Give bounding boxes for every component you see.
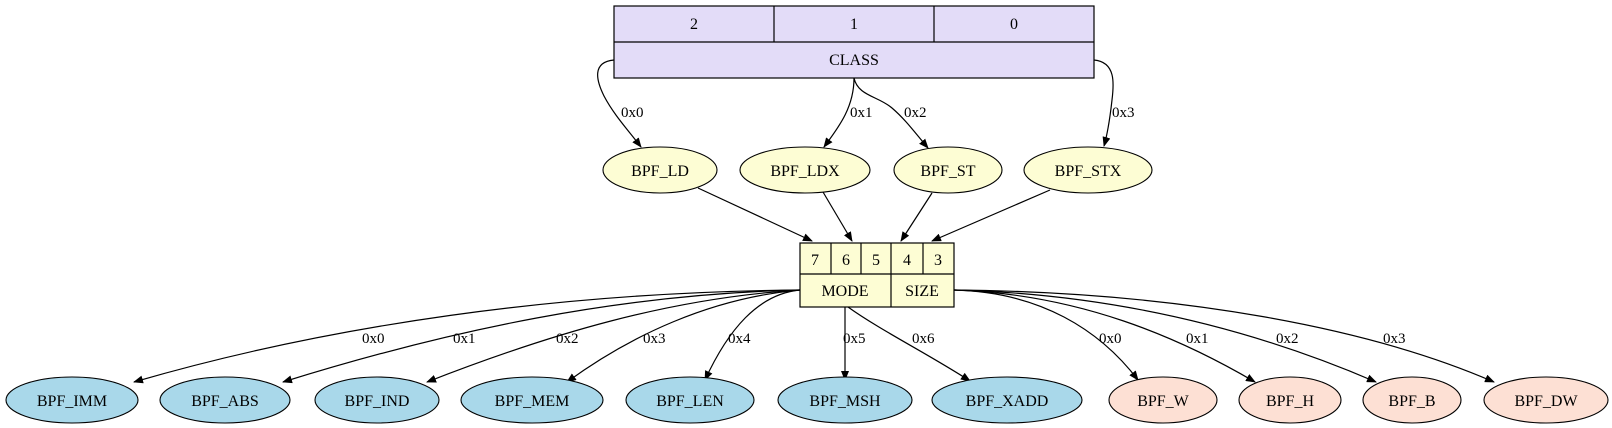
class-field-label: CLASS (829, 52, 879, 69)
svg-text:BPF_MSH: BPF_MSH (809, 393, 881, 410)
svg-text:BPF_IMM: BPF_IMM (37, 393, 107, 410)
class-nodes: BPF_LD BPF_LDX BPF_ST BPF_STX (602, 146, 1153, 194)
edge-st-opcode (900, 192, 933, 242)
edge-mode-imm (133, 289, 801, 384)
edge-label-mem: 0x3 (643, 331, 666, 347)
size-field-label: SIZE (905, 283, 939, 300)
opcode-bit-6: 6 (842, 252, 850, 269)
class-edges: 0x0 0x1 0x2 0x3 (597, 59, 1135, 149)
opcode-bit-7: 7 (811, 252, 819, 269)
class-bit-0: 0 (1010, 16, 1018, 33)
edge-label-abs: 0x1 (453, 331, 476, 347)
edge-ldx-opcode (822, 191, 853, 242)
svg-text:BPF_IND: BPF_IND (345, 393, 410, 410)
edge-size-w (953, 289, 1139, 381)
node-bpf-stx: BPF_STX (1023, 146, 1153, 194)
edge-label-ind: 0x2 (556, 331, 579, 347)
class-bit-1: 1 (850, 16, 858, 33)
node-bpf-w: BPF_W (1108, 376, 1218, 424)
node-bpf-imm: BPF_IMM (5, 376, 139, 424)
svg-text:BPF_DW: BPF_DW (1514, 393, 1578, 410)
node-bpf-ind: BPF_IND (314, 376, 440, 424)
record-edges (697, 187, 1051, 242)
node-bpf-msh: BPF_MSH (777, 376, 913, 424)
svg-text:BPF_ST: BPF_ST (920, 163, 975, 180)
node-bpf-ldx: BPF_LDX (739, 146, 871, 194)
edge-size-h (953, 289, 1256, 383)
mode-nodes: BPF_IMM BPF_ABS BPF_IND BPF_MEM BPF_LEN … (5, 376, 1083, 424)
edge-label-ldx: 0x1 (850, 105, 873, 121)
edge-mode-mem (566, 289, 801, 383)
edge-ld-opcode (697, 187, 813, 242)
opcode-bit-3: 3 (934, 252, 942, 269)
edge-label-imm: 0x0 (362, 331, 385, 347)
edge-label-h: 0x1 (1186, 331, 1209, 347)
mode-field-label: MODE (821, 283, 868, 300)
svg-text:BPF_STX: BPF_STX (1055, 163, 1122, 180)
edge-class-stx (1093, 59, 1114, 147)
node-bpf-len: BPF_LEN (625, 376, 755, 424)
svg-text:BPF_H: BPF_H (1266, 393, 1314, 410)
edge-label-msh: 0x5 (843, 331, 866, 347)
svg-text:BPF_XADD: BPF_XADD (966, 393, 1049, 410)
edge-mode-len (704, 289, 801, 381)
edge-size-b (953, 289, 1377, 383)
svg-text:BPF_LD: BPF_LD (631, 163, 689, 180)
edge-label-len: 0x4 (728, 331, 751, 347)
edge-mode-xadd (847, 306, 971, 382)
svg-text:BPF_LEN: BPF_LEN (656, 393, 724, 410)
edge-label-xadd: 0x6 (912, 331, 935, 347)
size-edges: 0x0 0x1 0x2 0x3 (953, 289, 1495, 383)
edge-label-ld: 0x0 (621, 105, 644, 121)
class-record: 2 1 0 CLASS (613, 5, 1095, 79)
edge-class-st (853, 77, 929, 149)
node-bpf-st: BPF_ST (893, 146, 1003, 194)
edge-size-dw (953, 289, 1495, 383)
node-bpf-dw: BPF_DW (1483, 376, 1609, 424)
edge-label-stx: 0x3 (1112, 105, 1135, 121)
edge-class-ldx (823, 77, 855, 148)
edge-mode-abs (282, 289, 801, 384)
class-bit-2: 2 (690, 16, 698, 33)
edge-label-dw: 0x3 (1383, 331, 1406, 347)
svg-text:BPF_ABS: BPF_ABS (191, 393, 259, 410)
edge-label-st: 0x2 (904, 105, 927, 121)
opcode-bit-5: 5 (872, 252, 880, 269)
opcode-record: 7 6 5 4 3 MODE SIZE (799, 242, 955, 308)
node-bpf-abs: BPF_ABS (159, 376, 291, 424)
edge-stx-opcode (931, 189, 1051, 242)
edge-class-ld (597, 59, 642, 148)
opcode-bit-4: 4 (903, 252, 911, 269)
edge-label-b: 0x2 (1276, 331, 1299, 347)
node-bpf-mem: BPF_MEM (460, 376, 604, 424)
mode-edges: 0x0 0x1 0x2 0x3 0x4 0x5 0x6 (133, 289, 971, 384)
svg-text:BPF_LDX: BPF_LDX (770, 163, 840, 180)
svg-text:BPF_MEM: BPF_MEM (495, 393, 570, 410)
node-bpf-h: BPF_H (1238, 376, 1342, 424)
edge-label-w: 0x0 (1099, 331, 1122, 347)
node-bpf-b: BPF_B (1362, 376, 1462, 424)
svg-text:BPF_B: BPF_B (1388, 393, 1435, 410)
edge-mode-ind (426, 289, 801, 383)
svg-text:BPF_W: BPF_W (1137, 393, 1189, 410)
node-bpf-xadd: BPF_XADD (931, 376, 1083, 424)
size-nodes: BPF_W BPF_H BPF_B BPF_DW (1108, 376, 1609, 424)
node-bpf-ld: BPF_LD (602, 146, 718, 194)
